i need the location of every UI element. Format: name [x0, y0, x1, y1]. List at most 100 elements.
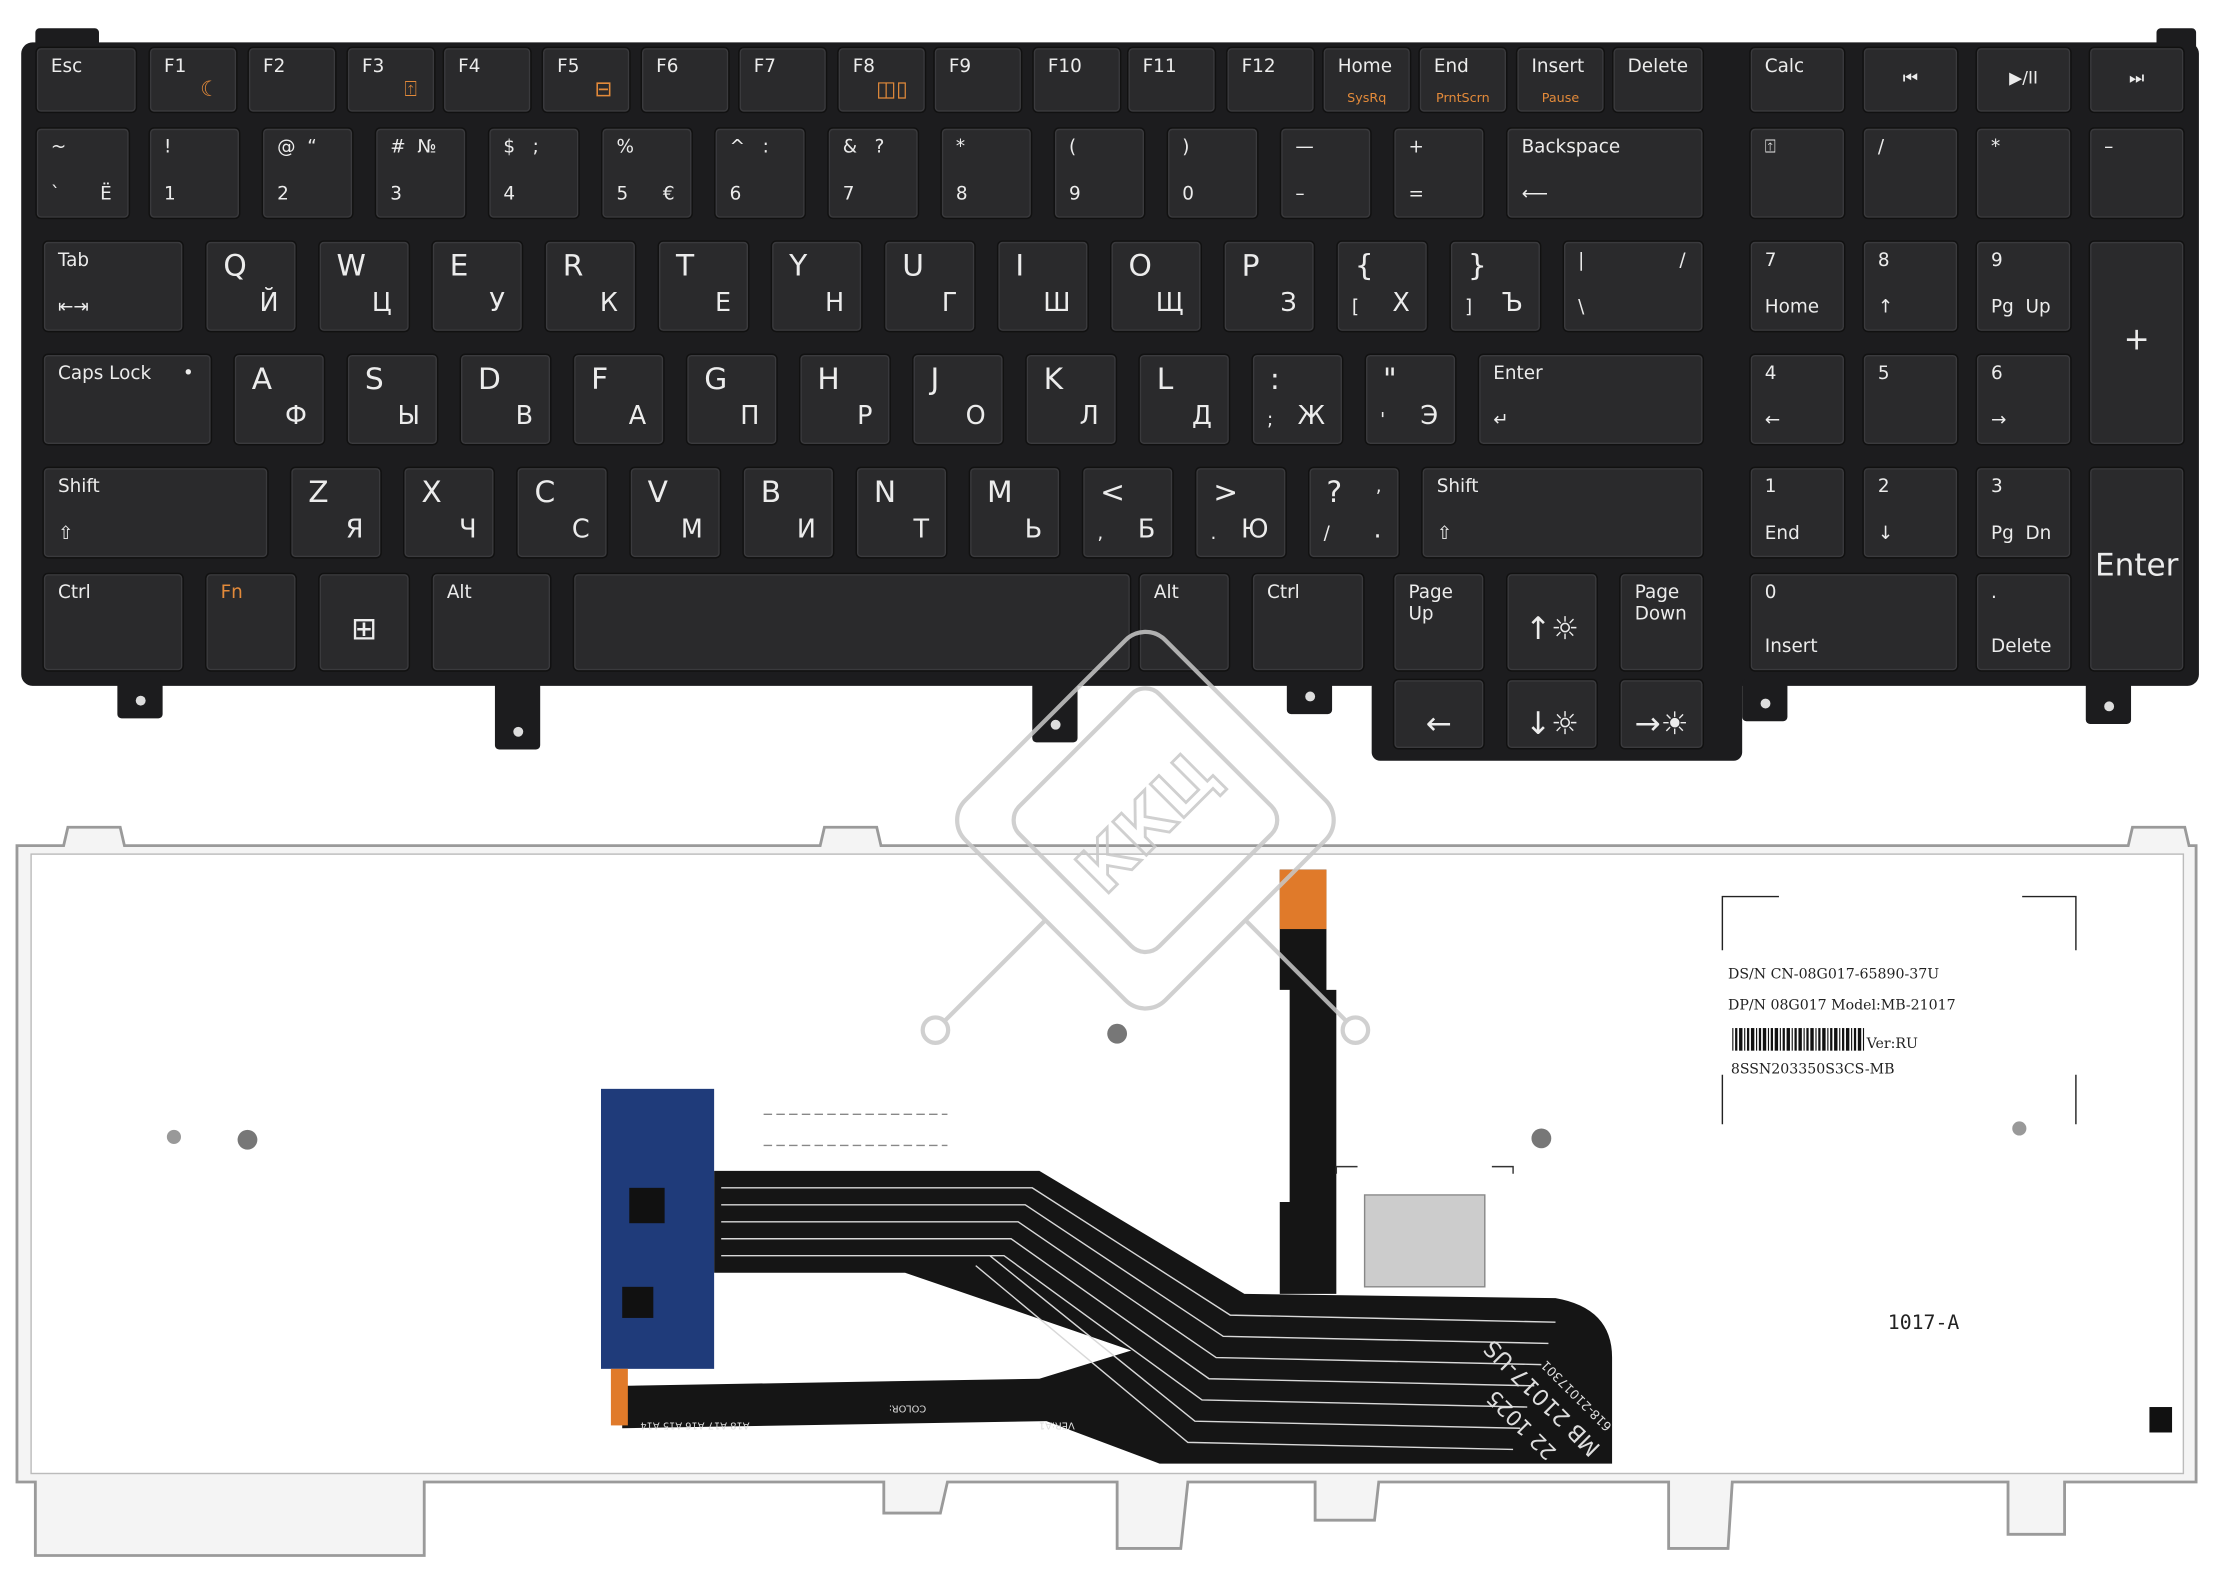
key-alt[interactable]: Alt — [431, 572, 552, 672]
key-delete[interactable]: Delete — [1612, 46, 1704, 114]
key-f12[interactable]: F12 — [1226, 46, 1316, 114]
key-f4[interactable]: F4 — [442, 46, 532, 114]
key-arrow-down-brightness-icon[interactable]: ↓☼ — [1506, 678, 1598, 750]
key-2[interactable]: 2↓ — [1862, 466, 1959, 559]
key-–[interactable]: – — [2088, 127, 2185, 220]
key-8[interactable]: 8↑ — [1862, 240, 1959, 333]
key-⏭[interactable]: ⏭ — [2088, 46, 2185, 114]
key-+[interactable]: += — [1392, 127, 1485, 220]
key-page-up[interactable]: Page Up — [1392, 572, 1485, 672]
key-f7[interactable]: F7 — [738, 46, 828, 114]
key-f6[interactable]: F6 — [640, 46, 730, 114]
key->[interactable]: >.Ю — [1194, 466, 1287, 559]
key-f9[interactable]: F9 — [933, 46, 1023, 114]
key-page-down[interactable]: Page Down — [1619, 572, 1704, 672]
key-f11[interactable]: F11 — [1127, 46, 1217, 114]
key-4[interactable]: 4← — [1749, 353, 1846, 446]
key-?[interactable]: ?/,. — [1308, 466, 1400, 559]
key-}[interactable]: }]Ъ — [1449, 240, 1542, 333]
key-moon-icon[interactable]: F1☾ — [148, 46, 238, 114]
key-{[interactable]: {[Х — [1336, 240, 1429, 333]
key-*[interactable]: *8 — [940, 127, 1033, 220]
key-display-switch-icon[interactable]: F8◫▯ — [837, 46, 927, 114]
key-—[interactable]: —– — [1279, 127, 1372, 220]
key-&-?[interactable]: & ?7 — [827, 127, 920, 220]
key-arrow-right-kbd-light-icon[interactable]: →☀ — [1619, 678, 1704, 750]
key-![interactable]: !1 — [148, 127, 241, 220]
key-.[interactable]: .Delete — [1975, 572, 2072, 672]
key-arrow-left-icon[interactable]: ← — [1392, 678, 1485, 750]
key-shift[interactable]: Shift⇧ — [1421, 466, 1704, 559]
key-fn[interactable]: Fn — [205, 572, 297, 672]
key-<[interactable]: <,Б — [1081, 466, 1174, 559]
key-([interactable]: (9 — [1053, 127, 1146, 220]
key-f2[interactable]: F2 — [247, 46, 337, 114]
key-esc[interactable]: Esc — [35, 46, 138, 114]
key-"[interactable]: "'Э — [1364, 353, 1457, 446]
key-enter[interactable]: Enter — [2088, 466, 2185, 672]
key-:[interactable]: :;Ж — [1251, 353, 1344, 446]
key-⏮[interactable]: ⏮ — [1862, 46, 1959, 114]
key-caps-lock[interactable]: Caps Lock• — [42, 353, 213, 446]
key-5[interactable]: 5 — [1862, 353, 1959, 446]
key-~[interactable]: ~`Ё — [35, 127, 131, 220]
key-@-“[interactable]: @ “2 — [261, 127, 354, 220]
key-tab[interactable]: Tab⇤⇥ — [42, 240, 184, 333]
key-%[interactable]: %5€ — [600, 127, 693, 220]
key-6[interactable]: 6→ — [1975, 353, 2072, 446]
key-enter[interactable]: Enter↵ — [1477, 353, 1704, 446]
key-$-;[interactable]: $ ;4 — [487, 127, 580, 220]
key-calc[interactable]: Calc — [1749, 46, 1846, 114]
key-lock-icon[interactable]: F3⍐ — [346, 46, 436, 114]
key-backspace[interactable]: Backspace⟵ — [1506, 127, 1704, 220]
key-shift[interactable]: Shift⇧ — [42, 466, 269, 559]
key-▶/ii[interactable]: ▶/II — [1975, 46, 2072, 114]
key-touchpad-icon[interactable]: F5⊟ — [541, 46, 631, 114]
key-arrow-up-brightness-icon[interactable]: ↑☼ — [1506, 572, 1598, 672]
key-f10[interactable]: F10 — [1032, 46, 1122, 114]
key-windows-icon[interactable]: ⊞ — [318, 572, 411, 672]
key-/[interactable]: / — [1862, 127, 1959, 220]
key-)[interactable]: )0 — [1166, 127, 1259, 220]
key-|[interactable]: |\/ — [1562, 240, 1704, 333]
key-numlock-icon[interactable]: ⍐ — [1749, 127, 1846, 220]
key-ctrl[interactable]: Ctrl — [42, 572, 184, 672]
key-^-:[interactable]: ^ :6 — [714, 127, 807, 220]
key-+[interactable]: + — [2088, 240, 2185, 446]
key-*[interactable]: * — [1975, 127, 2072, 220]
